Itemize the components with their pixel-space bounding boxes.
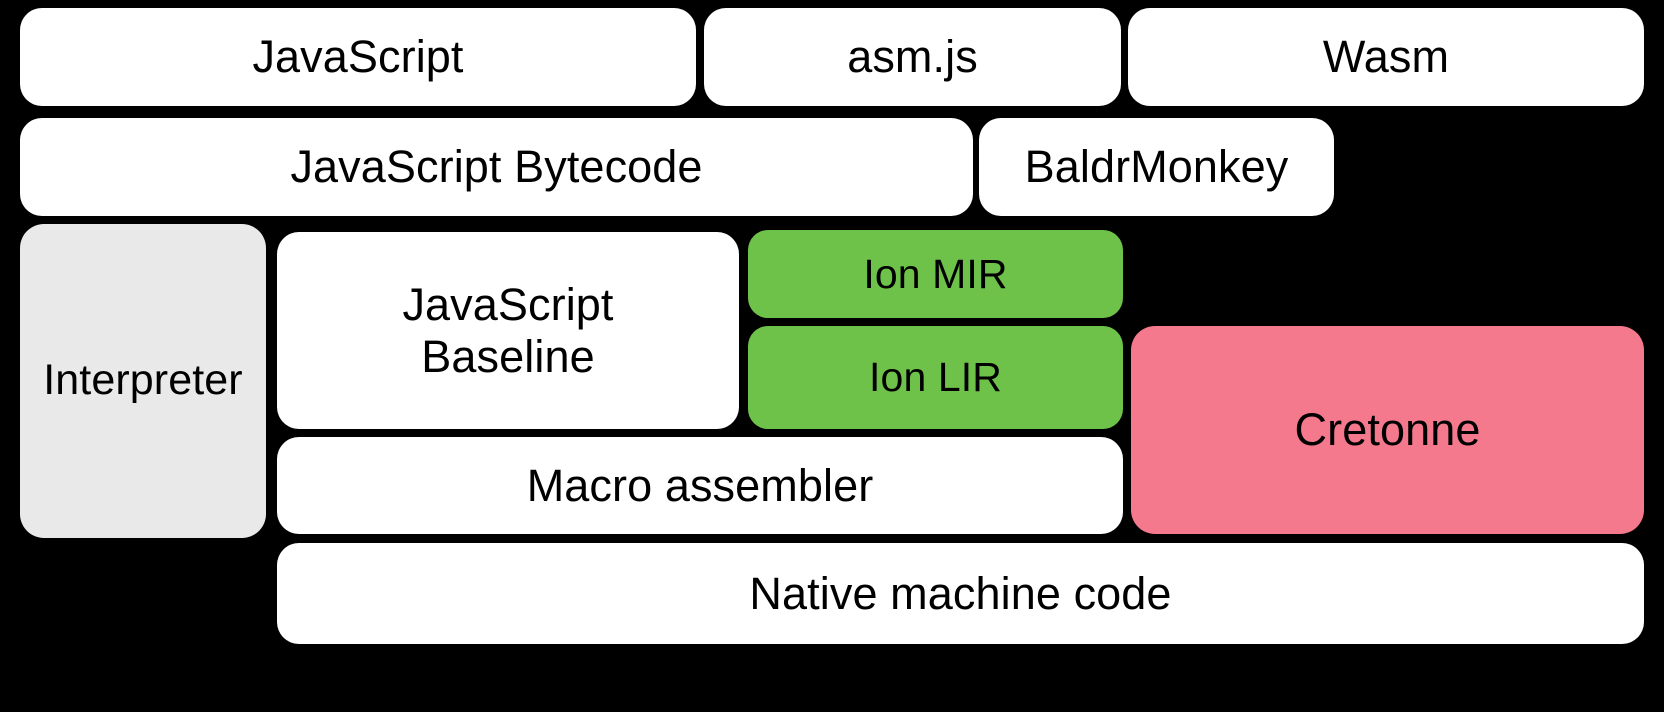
- node-javascript-bytecode[interactable]: JavaScript Bytecode: [20, 118, 973, 216]
- node-asmjs[interactable]: asm.js: [704, 8, 1121, 106]
- node-asmjs-label: asm.js: [847, 31, 978, 83]
- node-javascript-baseline-label: JavaScript Baseline: [402, 279, 614, 382]
- node-cretonne[interactable]: Cretonne: [1131, 326, 1644, 534]
- node-interpreter[interactable]: Interpreter: [20, 224, 266, 538]
- node-javascript-label: JavaScript: [252, 31, 464, 83]
- node-macro-assembler[interactable]: Macro assembler: [277, 437, 1123, 534]
- node-interpreter-label: Interpreter: [43, 356, 243, 405]
- node-ion-mir-label: Ion MIR: [863, 250, 1008, 297]
- node-macro-assembler-label: Macro assembler: [526, 459, 874, 511]
- node-javascript-bytecode-label: JavaScript Bytecode: [290, 141, 703, 193]
- node-ion-mir[interactable]: Ion MIR: [748, 230, 1123, 318]
- node-baldrmonkey[interactable]: BaldrMonkey: [979, 118, 1334, 216]
- node-cretonne-label: Cretonne: [1294, 404, 1481, 456]
- node-native-machine-code-label: Native machine code: [749, 567, 1172, 619]
- node-ion-lir[interactable]: Ion LIR: [748, 326, 1123, 429]
- node-javascript[interactable]: JavaScript: [20, 8, 696, 106]
- node-ion-lir-label: Ion LIR: [869, 354, 1002, 401]
- node-javascript-baseline[interactable]: JavaScript Baseline: [277, 232, 739, 429]
- node-wasm-label: Wasm: [1322, 31, 1450, 83]
- node-native-machine-code[interactable]: Native machine code: [277, 543, 1644, 644]
- node-wasm[interactable]: Wasm: [1128, 8, 1644, 106]
- node-baldrmonkey-label: BaldrMonkey: [1024, 141, 1289, 193]
